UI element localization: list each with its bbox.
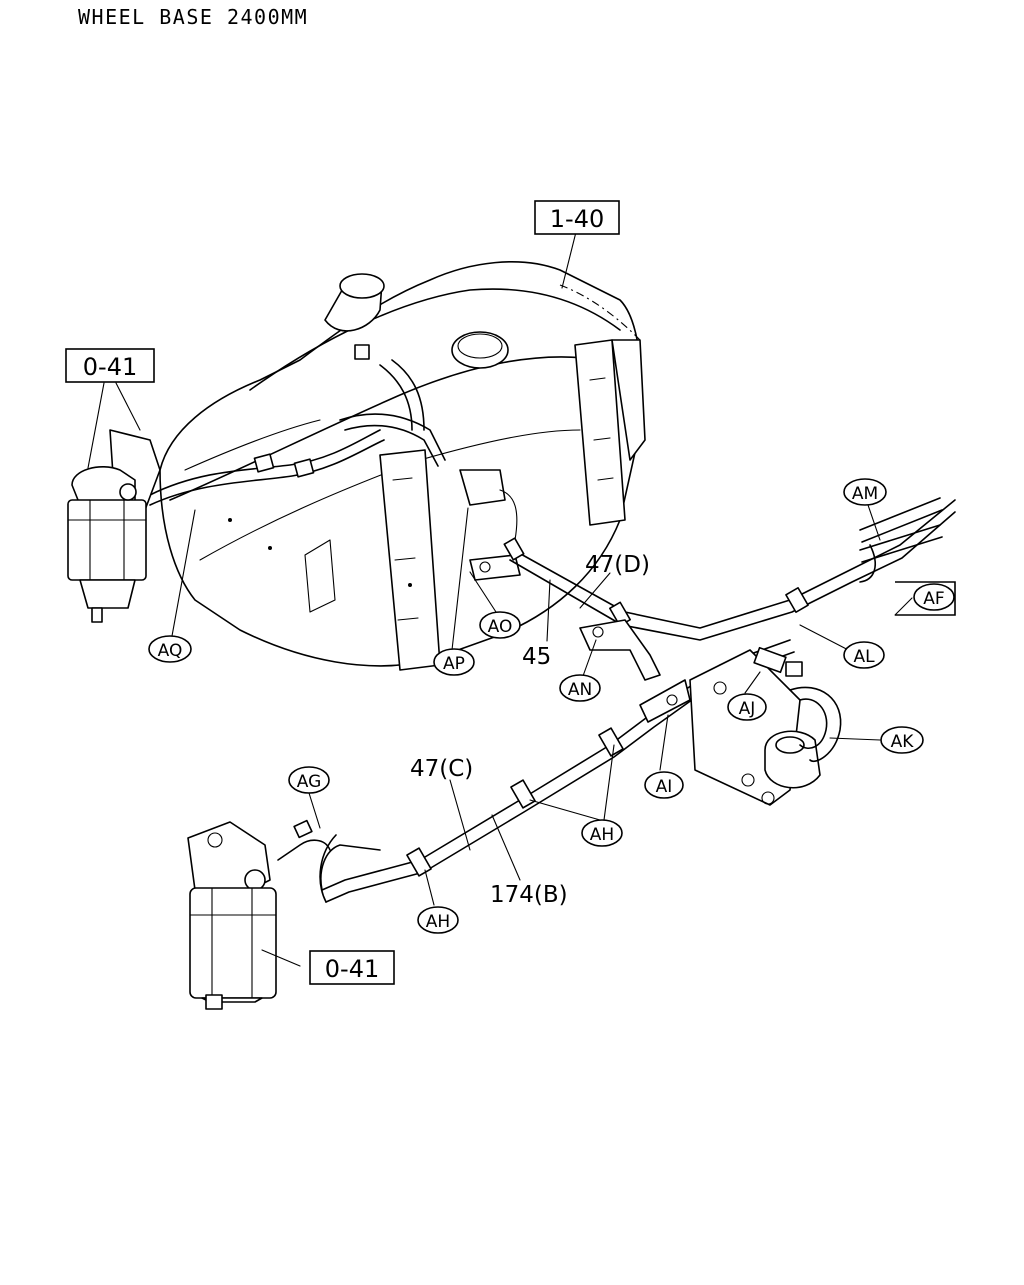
page-title: WHEEL BASE 2400MM	[78, 5, 308, 29]
priming-pump-assembly	[689, 646, 842, 806]
fuel-filter-lower	[187, 819, 331, 1010]
svg-text:AH: AH	[426, 912, 450, 932]
leader-lines	[87, 231, 881, 967]
fuel-tank	[159, 261, 646, 671]
svg-text:AM: AM	[852, 484, 878, 504]
svg-text:AI: AI	[656, 777, 673, 797]
svg-text:AJ: AJ	[739, 699, 756, 719]
svg-text:AG: AG	[297, 772, 322, 792]
label-ai[interactable]: AI	[644, 771, 684, 799]
tank-bracket	[459, 469, 521, 581]
svg-text:AK: AK	[891, 732, 915, 752]
label-an[interactable]: AN	[559, 674, 601, 702]
part-number-174b: 174(B)	[490, 882, 568, 908]
label-af[interactable]: AF	[894, 581, 956, 616]
label-ah-left[interactable]: AH	[417, 906, 459, 934]
svg-text:1-40: 1-40	[550, 205, 604, 233]
label-aj[interactable]: AJ	[727, 693, 767, 721]
svg-text:0-41: 0-41	[325, 955, 379, 983]
pipe-brackets	[579, 619, 691, 723]
label-ag[interactable]: AG	[288, 766, 330, 794]
part-number-45: 45	[522, 644, 551, 670]
svg-text:AL: AL	[853, 647, 875, 667]
fuel-filter-upper	[67, 429, 161, 623]
tank-hoses	[149, 344, 446, 506]
part-number-47d: 47(D)	[585, 552, 650, 578]
ref-box-filter-lower[interactable]: 0-41	[309, 950, 395, 985]
fuel-pipes	[319, 497, 956, 903]
svg-text:AP: AP	[443, 654, 465, 674]
ref-box-fuel-tank[interactable]: 1-40	[534, 200, 620, 235]
svg-text:AF: AF	[923, 589, 944, 609]
label-al[interactable]: AL	[843, 641, 885, 669]
label-aq[interactable]: AQ	[148, 635, 192, 663]
svg-text:AO: AO	[488, 617, 513, 637]
ref-box-filter-upper[interactable]: 0-41	[65, 348, 155, 383]
label-ah-right[interactable]: AH	[581, 819, 623, 847]
label-ao[interactable]: AO	[479, 611, 521, 639]
svg-text:AH: AH	[590, 825, 614, 845]
label-ap[interactable]: AP	[433, 648, 475, 676]
label-ak[interactable]: AK	[880, 726, 924, 754]
svg-text:AQ: AQ	[158, 641, 183, 661]
svg-text:0-41: 0-41	[83, 353, 137, 381]
svg-text:AN: AN	[568, 680, 592, 700]
part-number-47c: 47(C)	[410, 756, 473, 782]
label-am[interactable]: AM	[843, 478, 887, 506]
